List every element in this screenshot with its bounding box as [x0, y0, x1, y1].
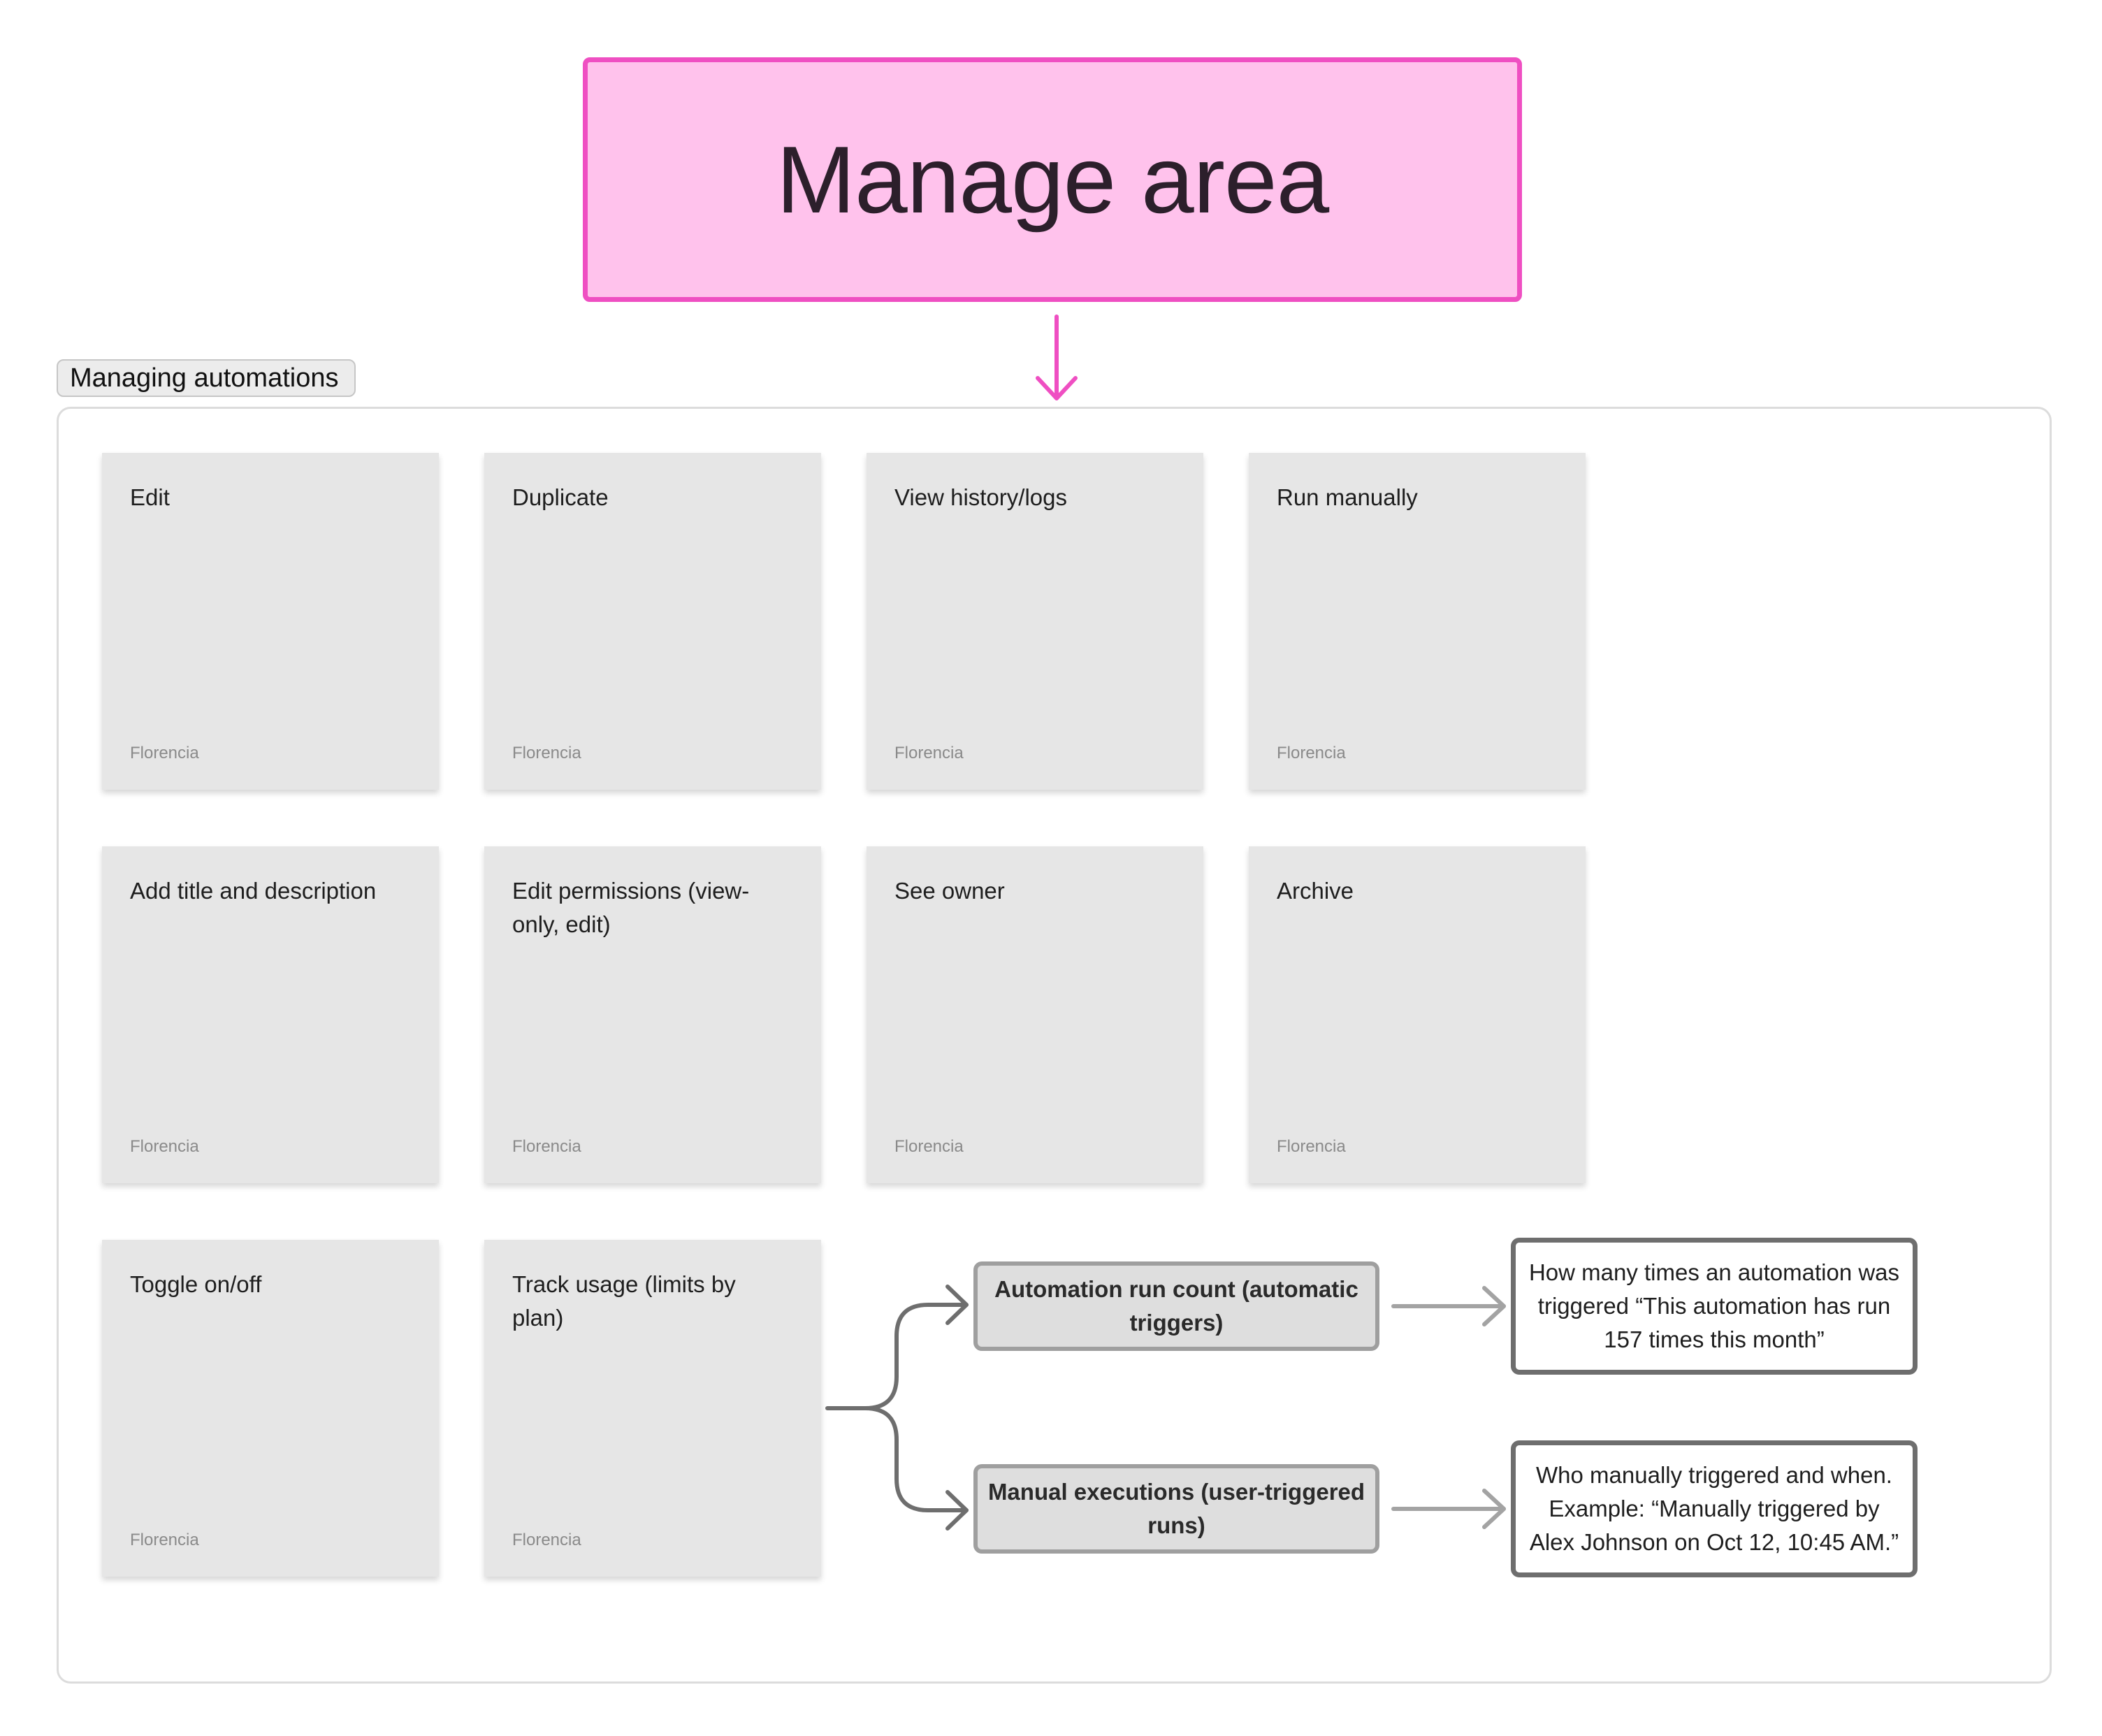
manual-executions-detail-text: Who manually triggered and when. Example…: [1529, 1462, 1899, 1555]
sticky-label: Run manually: [1277, 484, 1418, 510]
sticky-label: Edit: [130, 484, 170, 510]
sticky-see-owner[interactable]: See owner Florencia: [867, 846, 1203, 1183]
sticky-author: Florencia: [512, 744, 581, 762]
sticky-label: View history/logs: [894, 484, 1068, 510]
sticky-edit[interactable]: Edit Florencia: [102, 453, 439, 790]
sticky-track-usage[interactable]: Track usage (limits by plan) Florencia: [484, 1240, 821, 1577]
sticky-label: Archive: [1277, 878, 1354, 904]
sticky-add-title-description[interactable]: Add title and description Florencia: [102, 846, 439, 1183]
sticky-label: See owner: [894, 878, 1005, 904]
usage-branch-connector[interactable]: [825, 1285, 969, 1531]
sticky-author: Florencia: [512, 1137, 581, 1156]
manual-executions-detail-box[interactable]: Who manually triggered and when. Example…: [1511, 1440, 1918, 1577]
manage-area-title-box[interactable]: Manage area: [583, 57, 1522, 302]
manual-executions-box[interactable]: Manual executions (user-triggered runs): [973, 1464, 1379, 1554]
sticky-label: Toggle on/off: [130, 1271, 262, 1297]
run-count-detail-box[interactable]: How many times an automation was trigger…: [1511, 1238, 1918, 1375]
manual-exec-to-detail-arrow[interactable]: [1391, 1489, 1506, 1529]
sticky-label: Add title and description: [130, 878, 377, 904]
sticky-author: Florencia: [1277, 744, 1346, 762]
sticky-duplicate[interactable]: Duplicate Florencia: [484, 453, 821, 790]
sticky-author: Florencia: [130, 1137, 199, 1156]
automation-run-count-label: Automation run count (automatic triggers…: [994, 1276, 1358, 1336]
sticky-toggle[interactable]: Toggle on/off Florencia: [102, 1240, 439, 1577]
sticky-view-history[interactable]: View history/logs Florencia: [867, 453, 1203, 790]
sticky-label: Track usage (limits by plan): [512, 1271, 736, 1331]
sticky-author: Florencia: [1277, 1137, 1346, 1156]
sticky-edit-permissions[interactable]: Edit permissions (view-only, edit) Flore…: [484, 846, 821, 1183]
sticky-author: Florencia: [130, 744, 199, 762]
run-count-detail-text: How many times an automation was trigger…: [1528, 1259, 1900, 1352]
section-label[interactable]: Managing automations: [57, 359, 356, 397]
sticky-label: Duplicate: [512, 484, 609, 510]
sticky-author: Florencia: [512, 1531, 581, 1549]
sticky-run-manually[interactable]: Run manually Florencia: [1249, 453, 1586, 790]
manage-area-title: Manage area: [776, 126, 1329, 233]
manual-executions-label: Manual executions (user-triggered runs): [987, 1479, 1365, 1538]
sticky-label: Edit permissions (view-only, edit): [512, 878, 750, 937]
automation-run-count-box[interactable]: Automation run count (automatic triggers…: [973, 1261, 1379, 1351]
sticky-author: Florencia: [894, 744, 964, 762]
title-down-arrow[interactable]: [1036, 314, 1078, 400]
run-count-to-detail-arrow[interactable]: [1391, 1286, 1506, 1326]
sticky-author: Florencia: [130, 1531, 199, 1549]
sticky-author: Florencia: [894, 1137, 964, 1156]
sticky-archive[interactable]: Archive Florencia: [1249, 846, 1586, 1183]
